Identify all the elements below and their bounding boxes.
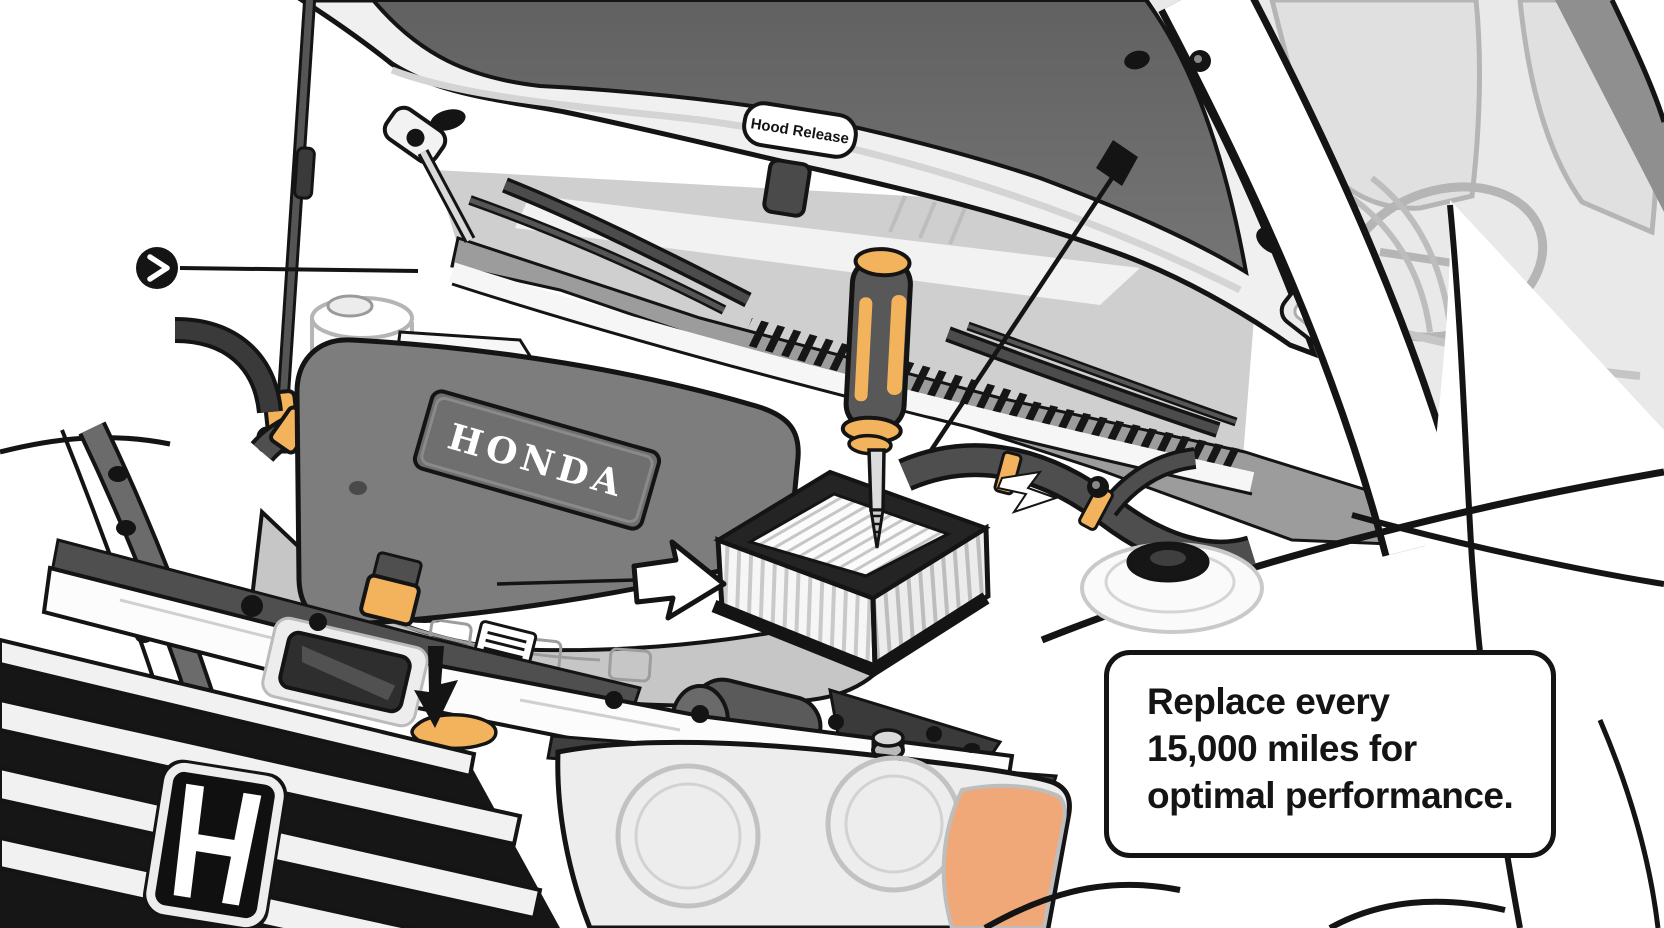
headlight-lens [555, 739, 1072, 928]
fender-top-line [1351, 512, 1664, 587]
grille-bar-top [0, 637, 477, 779]
a-pillar-band [1164, 0, 1467, 556]
bumper-lines [983, 881, 1506, 928]
hood-release-badge: Hood Release [742, 101, 858, 159]
tip-threads [871, 514, 883, 534]
block-arrow-right-icon [496, 539, 727, 621]
strut-tower-right [1080, 541, 1264, 634]
cover-dot [349, 481, 367, 495]
glass-reflection [515, 195, 1140, 305]
chevron-circle-icon [136, 247, 419, 289]
door-gap-line [1597, 719, 1661, 928]
diamond-callout-line [928, 176, 1114, 454]
down-arrow-icon [414, 646, 458, 728]
headlight [546, 734, 1072, 928]
callouts [136, 140, 1138, 621]
wiper-left [468, 177, 752, 315]
cover-clip [359, 551, 423, 627]
corner-shadow-wedge [1555, 0, 1664, 212]
glass-detail-lines [888, 195, 967, 245]
hood-release-badge-plate [742, 101, 858, 159]
handle-top-cap [853, 247, 912, 278]
handle-grip-right [886, 295, 907, 395]
rod-sleeve [293, 146, 316, 200]
hose-branch [1102, 451, 1196, 515]
screwdriver-tip [869, 508, 885, 549]
turn-signal [941, 783, 1067, 928]
screwdriver-icon [840, 247, 913, 549]
reservoir-cap [326, 294, 374, 318]
chevron-callout-line [179, 266, 419, 273]
hood-latch [762, 158, 812, 218]
lamp-ring-1 [615, 763, 761, 909]
hood-edge-shading [390, 66, 1242, 294]
pillar-bolt-center [1194, 55, 1202, 63]
hood-bump-stop-right [1124, 50, 1150, 70]
filter-bottom-frame [711, 592, 990, 678]
hose-marker [996, 470, 1060, 514]
corner-pillar-edge [1609, 0, 1664, 123]
support-opening [261, 616, 429, 728]
rail-oval [964, 743, 980, 753]
caption-line-1: Replace every [1147, 681, 1390, 722]
front-grille [0, 637, 560, 928]
arrow-callout-line [496, 578, 637, 586]
handle-grip-left [854, 297, 873, 402]
hood-underside [370, 0, 1249, 277]
intake-area [898, 443, 1264, 634]
hood-bump-stop-left [430, 109, 466, 131]
pillar-curve-2 [1370, 175, 1453, 327]
air-filter [711, 469, 991, 678]
screwdriver-shaft [867, 448, 886, 512]
emblem-h-letter [173, 783, 262, 906]
filter-pleats-top [746, 492, 952, 578]
pillar-curve-1 [1338, 187, 1433, 333]
caption-box: Replace every 15,000 miles for optimal p… [1104, 650, 1556, 858]
hood-hinge-left [382, 105, 448, 165]
open-hood: Hood Release [256, 0, 1379, 494]
caption-line-2: 15,000 miles for [1147, 727, 1417, 769]
caption-line-3: optimal performance. [1147, 774, 1514, 816]
a-pillar [1158, 0, 1474, 557]
hinge-arm-left [420, 150, 473, 242]
honda-h-emblem [142, 759, 288, 928]
diamond-pointer-icon [928, 140, 1138, 454]
